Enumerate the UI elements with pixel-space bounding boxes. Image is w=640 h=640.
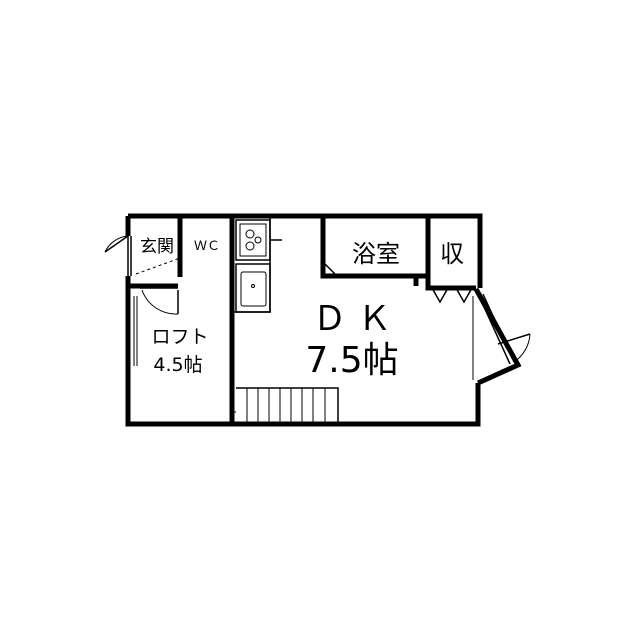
storage-door-icon <box>431 287 473 304</box>
entrance-label: 玄関 <box>140 237 174 257</box>
storage-label: 収 <box>440 240 464 268</box>
outer-walls <box>125 213 522 427</box>
sink-icon <box>235 263 271 313</box>
stove-icon <box>235 219 271 261</box>
loft-size-label: 4.5帖 <box>153 354 202 376</box>
loft-window-icon <box>133 296 138 366</box>
side-door-icon <box>478 293 531 365</box>
kitchen-counter <box>232 216 271 313</box>
stairs-icon <box>236 387 339 422</box>
bath-label: 浴室 <box>352 240 400 268</box>
loft-name-label: ロフト <box>151 326 208 348</box>
wc-label: ＷＣ <box>194 239 220 254</box>
entrance-door-icon <box>104 235 132 276</box>
entrance-step <box>135 257 181 275</box>
loft-door-icon <box>140 287 179 315</box>
bath-door-icon <box>322 258 338 277</box>
dk-name-label: Ｄ Ｋ <box>313 299 392 339</box>
dk-size-label: 7.5帖 <box>305 340 398 381</box>
